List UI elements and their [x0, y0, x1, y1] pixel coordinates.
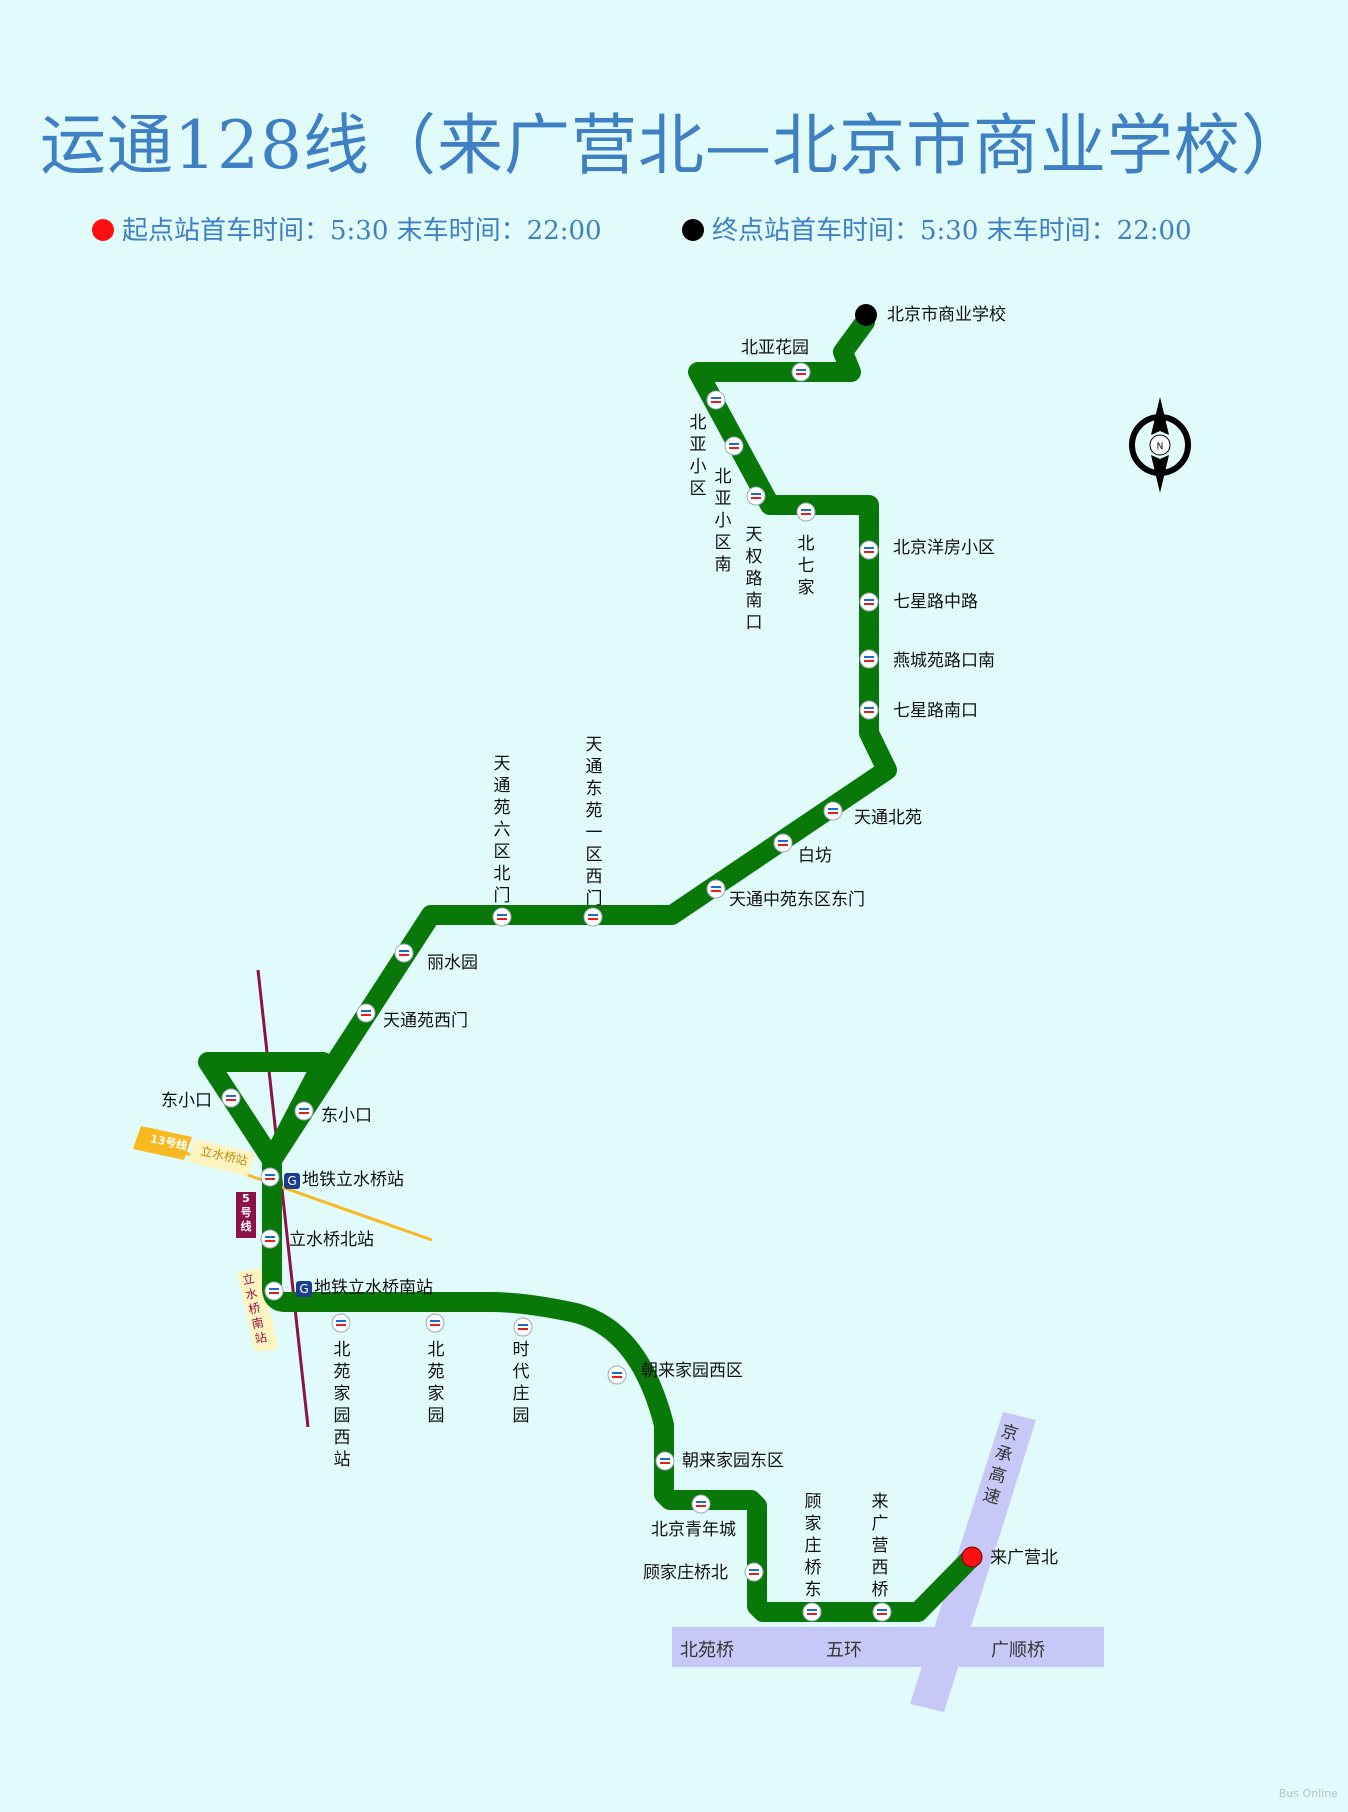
station-label-gujiazhuang-qiaobei: 顾家庄桥北 [643, 1563, 728, 1583]
station-label-beiyuan-jiayuan-xi: 北苑家园西站 [333, 1340, 351, 1470]
subway-layer [133, 969, 433, 1428]
end-dot-icon [682, 219, 704, 241]
stop-marker-icon [773, 833, 793, 853]
route-line [198, 312, 982, 1622]
station-label-lishuiqiao-bei: 立水桥北站 [289, 1230, 374, 1250]
stop-marker-icon [394, 943, 414, 963]
stop-marker-icon [583, 907, 603, 927]
stop-marker-icon [706, 879, 726, 899]
stop-marker-icon [691, 1494, 711, 1514]
stop-marker-icon [796, 502, 816, 522]
watermark: Bus Online [1278, 1787, 1338, 1800]
station-label-beiqijia: 北七家 [797, 534, 815, 598]
station-label-start: 来广营北 [990, 1548, 1058, 1568]
station-label-ditie-lishuiqiao-nan-text: 地铁立水桥南站 [314, 1278, 433, 1298]
stop-marker-icon [260, 1229, 280, 1249]
stop-marker-icon [859, 540, 879, 560]
station-label-laiguangying-xiqiao: 来广营西桥 [871, 1492, 889, 1600]
subway-line5-badge [236, 1192, 256, 1238]
legend-start-text: 起点站首车时间：5:30 末车时间：22:00 [122, 216, 602, 246]
stop-marker-icon [724, 436, 744, 456]
station-label-dongxiaokou-west: 东小口 [161, 1091, 212, 1111]
stop-marker-icon [260, 1167, 280, 1187]
station-label-ditie-lishuiqiao-text: 地铁立水桥站 [302, 1170, 404, 1190]
north-arrow-icon: N [1129, 397, 1191, 493]
station-label-beiya-huayuan: 北亚花园 [741, 338, 809, 358]
route-layer [198, 312, 982, 1622]
stop-marker-icon [859, 592, 879, 612]
station-label-shidai-zhuangyuan: 时代庄园 [512, 1340, 530, 1426]
stop-marker-icon [331, 1313, 351, 1333]
start-terminal-dot [961, 1546, 983, 1568]
end-terminal-dot [855, 304, 877, 326]
subway-line5-station-badge [237, 1268, 278, 1352]
station-label-tianquanlu-nankou: 天权路南口 [745, 525, 763, 633]
stop-marker-icon [791, 362, 811, 382]
road-label-guangshunqiao: 广顺桥 [991, 1640, 1045, 1661]
subway-logo-icon: G [296, 1281, 312, 1297]
road-label-beiyuanqiao: 北苑桥 [680, 1640, 734, 1661]
subway-line13-station-badge [188, 1139, 255, 1176]
station-label-beijing-yangfang: 北京洋房小区 [893, 538, 995, 558]
subway-logo-icon: G [284, 1173, 300, 1189]
station-label-chaolai-xiqu: 朝来家园西区 [641, 1361, 743, 1381]
start-dot-icon [92, 219, 114, 241]
legend-end: 终点站首车时间：5:30 末车时间：22:00 [682, 210, 1192, 247]
stop-marker-icon [607, 1365, 627, 1385]
station-label-terminal: 北京市商业学校 [887, 305, 1006, 325]
station-label-qixinglu-nankou: 七星路南口 [893, 701, 978, 721]
stop-marker-icon [655, 1451, 675, 1471]
stop-marker-icon [425, 1313, 445, 1333]
station-label-beiya-xiaoqu: 北亚小区 [689, 413, 707, 499]
legend-start: 起点站首车时间：5:30 末车时间：22:00 [92, 210, 602, 247]
station-label-lishuiyuan: 丽水园 [427, 953, 478, 973]
stop-marker-icon [746, 486, 766, 506]
stop-marker-icon [264, 1281, 284, 1301]
station-label-dongxiaokou-east: 东小口 [321, 1106, 372, 1126]
station-label-qixinglu-zhonglu: 七星路中路 [893, 592, 978, 612]
stop-marker-icon [513, 1317, 533, 1337]
stop-marker-icon [823, 801, 843, 821]
stop-marker-icon [859, 649, 879, 669]
station-label-tiantong-dongyuan: 天通东苑一区西门 [585, 735, 603, 909]
subway-line5-track [256, 969, 310, 1428]
station-label-beiyuan-jiayuan: 北苑家园 [427, 1340, 445, 1426]
station-label-beiya-xiaoqu-nan: 北亚小区南 [714, 467, 732, 575]
stop-marker-icon [221, 1088, 241, 1108]
station-label-tiantong-beiyuan: 天通北苑 [854, 808, 922, 828]
station-markers [221, 362, 892, 1622]
station-label-chaolai-dongqu: 朝来家园东区 [682, 1451, 784, 1471]
stop-marker-icon [294, 1101, 314, 1121]
station-label-tiantongyuan-ximen: 天通苑西门 [383, 1011, 468, 1031]
stop-marker-icon [706, 390, 726, 410]
station-label-yanchengyuan: 燕城苑路口南 [893, 651, 995, 671]
stop-marker-icon [802, 1602, 822, 1622]
legend-end-text: 终点站首车时间：5:30 末车时间：22:00 [712, 216, 1192, 246]
stop-marker-icon [492, 907, 512, 927]
page-title: 运通128线（来广营北—北京市商业学校） [40, 107, 1308, 184]
road-fifth-ring [672, 1627, 1104, 1667]
station-label-baifang: 白坊 [798, 846, 832, 866]
stop-marker-icon [356, 1003, 376, 1023]
station-label-tiantong-zhongyuan: 天通中苑东区东门 [729, 890, 865, 910]
stop-marker-icon [744, 1562, 764, 1582]
subway-label-line5: 5号线 [240, 1192, 252, 1233]
svg-text:N: N [1157, 442, 1164, 452]
subway-line13-badge [133, 1126, 192, 1160]
stop-marker-icon [859, 700, 879, 720]
stop-marker-icon [872, 1602, 892, 1622]
station-label-tiantongyuan-liuqu: 天通苑六区北门 [493, 754, 511, 906]
road-label-wuhuan: 五环 [826, 1640, 862, 1661]
station-label-qingniancheng: 北京青年城 [651, 1520, 736, 1540]
station-label-gujiazhuang-qiaodong: 顾家庄桥东 [804, 1492, 822, 1600]
